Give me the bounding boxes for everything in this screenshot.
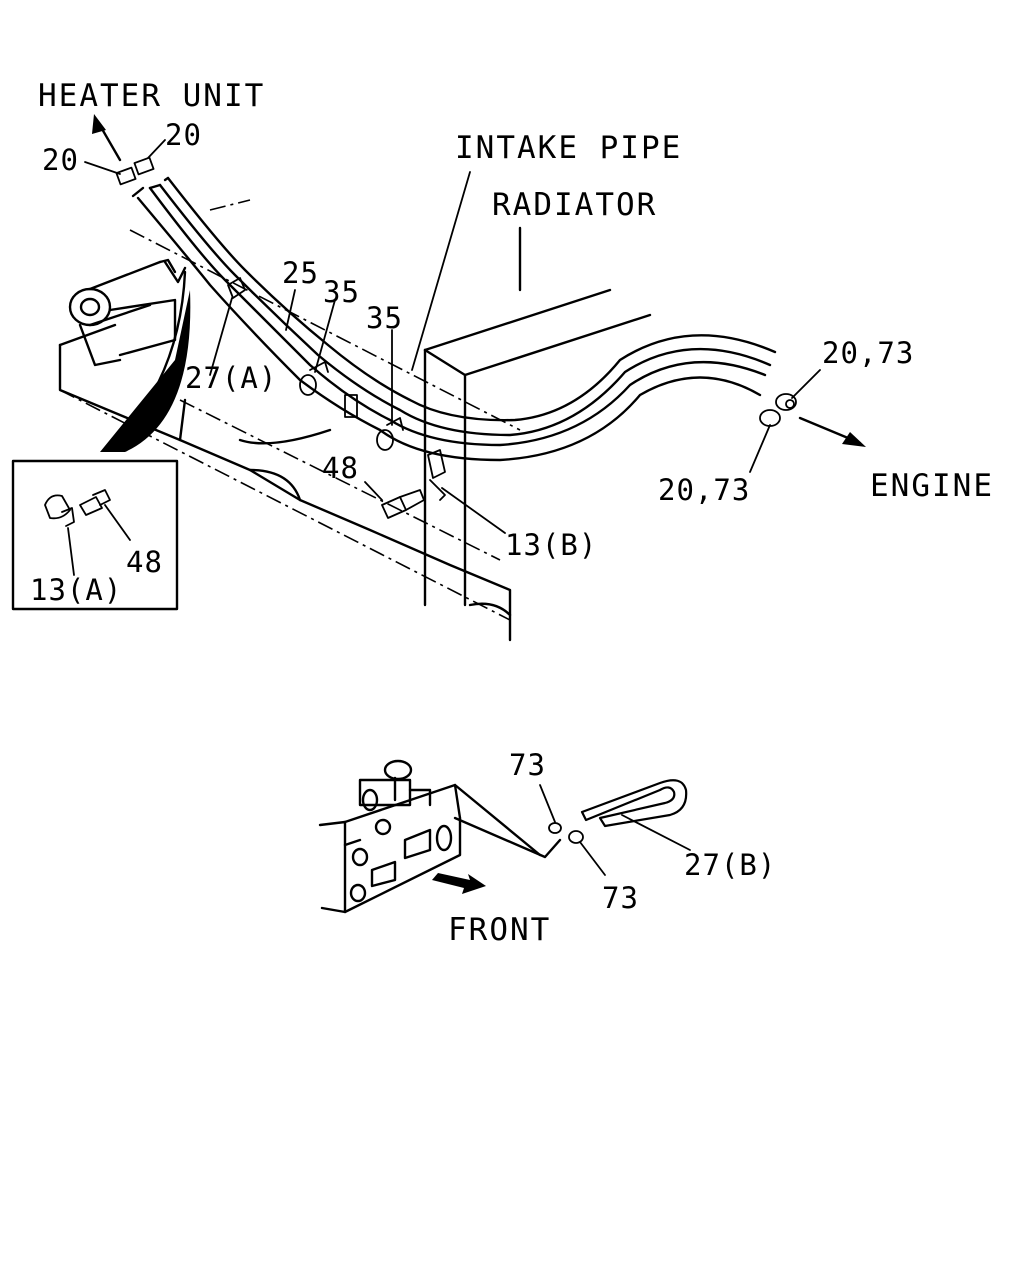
engine-side-hose-assembly: 73 73 27(B) FRONT	[318, 748, 776, 948]
hose-clamp-13b	[427, 449, 446, 501]
hose-clamp-20-73-pair	[759, 393, 797, 427]
leader-lines	[84, 139, 821, 534]
heater-hose	[131, 176, 777, 462]
clamp-13a	[44, 494, 75, 527]
callout-20-73-bottom: 20,73	[658, 473, 750, 507]
engine-block	[318, 759, 562, 914]
leader-48-inset	[104, 504, 131, 541]
leader-27b	[621, 814, 691, 851]
hose-clamp-20-pair	[115, 156, 155, 186]
callout-73-top: 73	[509, 748, 546, 782]
hose-clamp-73-pair	[548, 822, 584, 844]
hose-clip-35-a	[299, 361, 329, 396]
hose-27b	[580, 779, 688, 828]
frame-mount-bracket	[68, 258, 187, 367]
leader-73-top	[539, 784, 556, 823]
heater-hose-assembly: HEATER UNIT INTAKE PIPE RADIATOR ENGINE …	[38, 78, 994, 642]
callout-73-bottom: 73	[602, 881, 639, 915]
inset-pointer-arrowhead	[100, 290, 191, 452]
callout-48-inset: 48	[126, 545, 163, 579]
callout-25: 25	[282, 256, 319, 290]
front-label: FRONT	[448, 912, 551, 948]
callout-20-73-top: 20,73	[822, 336, 914, 370]
heater-unit-label: HEATER UNIT	[38, 78, 265, 114]
callout-13a: 13(A)	[30, 573, 122, 607]
heater-unit-direction-arrow	[92, 114, 122, 162]
radiator-label: RADIATOR	[492, 187, 657, 223]
small-clip-block	[344, 394, 358, 418]
callout-20-left: 20	[42, 143, 79, 177]
leader-73-bottom	[579, 841, 606, 876]
engine-label: ENGINE	[870, 468, 994, 504]
callout-48: 48	[322, 451, 359, 485]
hose-clip-25	[227, 277, 246, 299]
front-direction-arrow	[432, 873, 486, 894]
callout-27b: 27(B)	[684, 848, 776, 882]
inset-detail-box: 48 13(A)	[11, 459, 179, 611]
hose-clip-35-b	[376, 417, 404, 451]
intake-pipe-label: INTAKE PIPE	[455, 130, 682, 166]
callout-13b: 13(B)	[505, 528, 597, 562]
callout-20-right: 20	[165, 118, 202, 152]
callout-35-a: 35	[323, 275, 360, 309]
bolt-48	[381, 489, 425, 519]
leader-13a	[67, 527, 75, 576]
engine-direction-arrow	[798, 416, 866, 447]
bolt-48-inset	[79, 489, 111, 516]
callout-27a: 27(A)	[185, 361, 277, 395]
radiator-block	[423, 226, 652, 607]
callout-35-b: 35	[366, 301, 403, 335]
frame-rail	[58, 199, 521, 642]
